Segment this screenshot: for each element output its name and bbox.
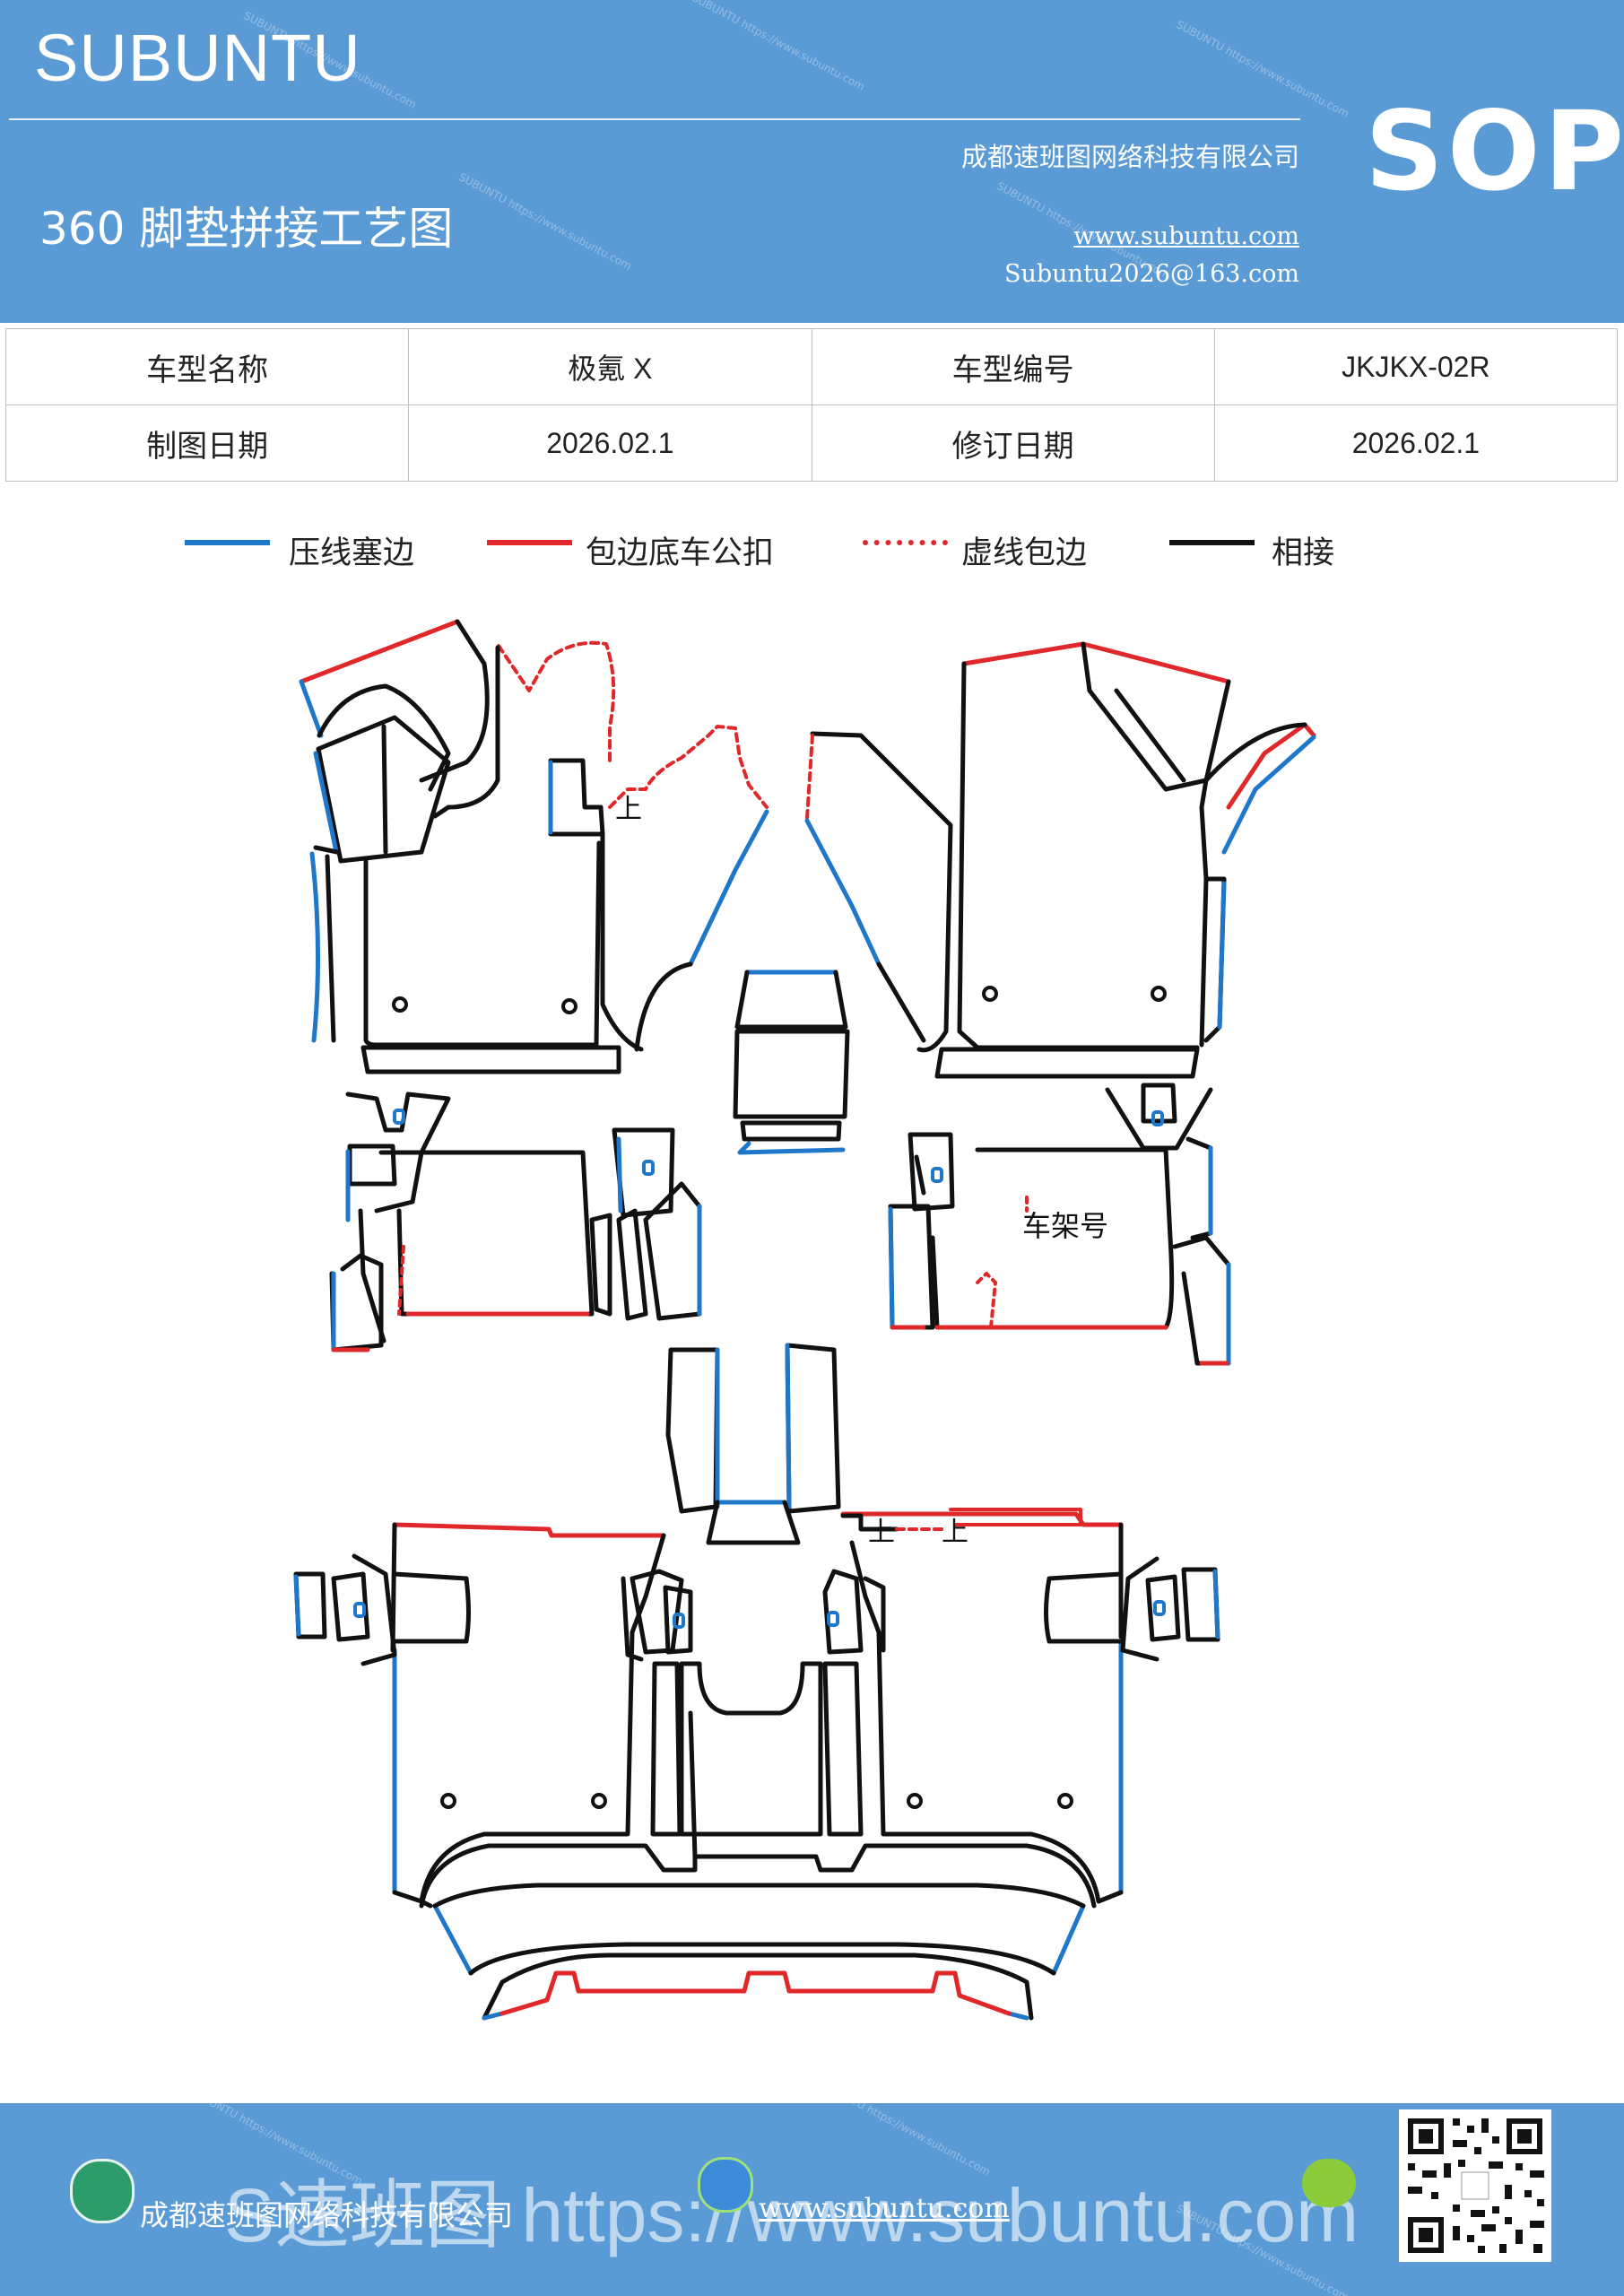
table-row: 制图日期 2026.02.1 修订日期 2026.02.1 bbox=[4, 404, 1619, 482]
table-cell: 2026.02.1 bbox=[1213, 404, 1619, 482]
mat-rear bbox=[390, 1508, 1124, 2021]
legend-swatch bbox=[1169, 540, 1255, 545]
table-cell: 车型名称 bbox=[4, 328, 410, 405]
email-address[interactable]: Subuntu2026@163.com bbox=[1004, 260, 1299, 288]
footer-website-link[interactable]: www.subuntu.com bbox=[759, 2193, 1010, 2224]
table-cell: JKJKX-02R bbox=[1213, 328, 1619, 405]
document-title: 360 脚垫拼接工艺图 bbox=[39, 203, 454, 255]
mat-front-left bbox=[299, 619, 621, 1074]
table-row: 车型名称 极氪 X 车型编号 JKJKX-02R bbox=[4, 328, 1619, 405]
table-cell: 极氪 X bbox=[408, 328, 812, 405]
mat-front-left-connector bbox=[548, 725, 769, 1052]
sop-badge: SOP bbox=[1365, 88, 1624, 215]
wechat-icon bbox=[1302, 2159, 1356, 2207]
table-cell: 修订日期 bbox=[811, 404, 1215, 482]
mat-rear-side-left bbox=[293, 1553, 471, 1666]
legend-label: 包边底车公扣 bbox=[586, 535, 775, 571]
legend: 压线塞边 包边底车公扣 虚线包边 相接 bbox=[0, 522, 1624, 576]
mark-up-label: 上 bbox=[868, 1517, 895, 1548]
header-divider bbox=[9, 118, 1300, 120]
mat-front-right bbox=[804, 641, 1316, 1079]
footer-banner: SUBUNTU https://www.subuntu.com SUBUNTU … bbox=[0, 2103, 1624, 2296]
vin-label: 车架号 bbox=[1022, 1209, 1108, 1243]
legend-swatch bbox=[185, 540, 270, 545]
building-icon bbox=[70, 2159, 135, 2223]
mark-up-label: 上 bbox=[942, 1517, 968, 1548]
center-tunnel bbox=[733, 970, 850, 1155]
globe-icon bbox=[698, 2157, 753, 2213]
company-name: 成都速班图网络科技有限公司 bbox=[960, 142, 1299, 172]
footer-company: 成都速班图网络科技有限公司 bbox=[140, 2198, 514, 2232]
mark-up-label: 上 bbox=[615, 794, 642, 825]
mat-third-inner bbox=[621, 1569, 886, 1859]
footer-overlay-text: S速班图 https://www.subuntu.com bbox=[224, 2173, 1359, 2257]
table-cell: 制图日期 bbox=[4, 404, 410, 482]
mat-third-tunnel-top bbox=[665, 1343, 841, 1545]
brand-logo-text: SUBUNTU bbox=[34, 21, 361, 95]
legend-swatch bbox=[487, 540, 572, 545]
mat-second-right bbox=[888, 1083, 1231, 1366]
table-cell: 车型编号 bbox=[811, 328, 1215, 405]
legend-label: 虚线包边 bbox=[961, 535, 1088, 571]
legend-label: 相接 bbox=[1272, 535, 1335, 571]
qr-code bbox=[1399, 2109, 1551, 2262]
legend-label: 压线塞边 bbox=[289, 535, 415, 571]
mat-rear-side-right bbox=[1044, 1556, 1220, 1662]
header-banner: SUBUNTU https://www.subuntu.com SUBUNTU … bbox=[0, 0, 1624, 323]
website-link[interactable]: www.subuntu.com bbox=[1073, 222, 1299, 250]
vehicle-info-table: 车型名称 极氪 X 车型编号 JKJKX-02R 制图日期 2026.02.1 … bbox=[4, 328, 1619, 482]
mat-second-left bbox=[329, 1091, 702, 1352]
table-cell: 2026.02.1 bbox=[408, 404, 812, 482]
legend-swatch bbox=[863, 540, 948, 545]
